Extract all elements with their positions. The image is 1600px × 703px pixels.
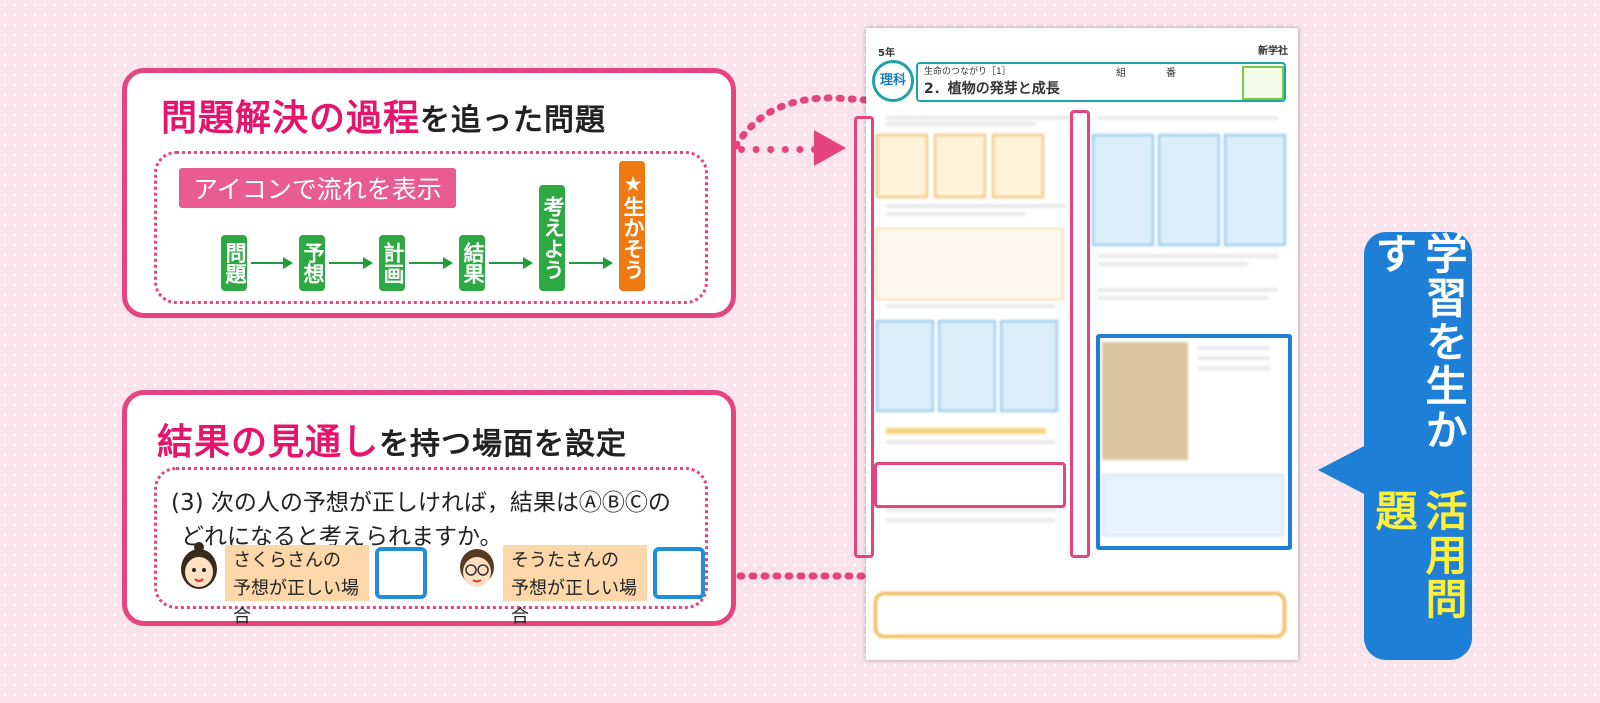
- step-kekka: 結果: [459, 235, 485, 291]
- text-line: [886, 518, 1056, 522]
- step-arrow: [251, 257, 293, 269]
- callout-text-1: 学習を生かす: [1369, 232, 1468, 452]
- title-band: [916, 62, 1286, 102]
- question-line-1: (3) 次の人の予想が正しければ，結果はⒶⒷⒸの: [171, 490, 671, 516]
- unit-small: 生命のつながり［1］: [924, 67, 1011, 77]
- text-line: [1198, 356, 1270, 360]
- souta-face-icon: [460, 549, 494, 587]
- character-card: [876, 134, 928, 198]
- sakura-answer-label: さくらさんの 予想が正しい場合: [225, 545, 369, 627]
- souta-answer-label: そうたさんの 予想が正しい場合: [503, 545, 647, 627]
- text-line: [1198, 366, 1270, 370]
- prediction-title-rest: を持つ場面を設定: [379, 427, 628, 462]
- text-line: [886, 440, 1056, 444]
- worksheet-ban: 番: [1166, 68, 1176, 79]
- greenhouse-photo: [1102, 342, 1188, 460]
- worksheet-kumi: 組: [1116, 68, 1126, 79]
- character-card: [934, 134, 986, 198]
- text-line: [1098, 116, 1278, 120]
- text-line: [886, 122, 1036, 126]
- flow-title-rest: を追った問題: [420, 103, 607, 138]
- table-block: [876, 228, 1063, 300]
- text-line: [1098, 288, 1278, 292]
- step-arrow: [409, 257, 453, 269]
- plant-photo: [938, 320, 996, 412]
- answer-area: [1102, 474, 1284, 536]
- text-line: [1098, 296, 1268, 300]
- souta-answer-box[interactable]: [653, 547, 705, 599]
- prediction-panel-title: 結果の見通しを持つ場面を設定: [157, 413, 627, 465]
- pointer-triangle: [814, 130, 846, 166]
- text-line: [1198, 346, 1270, 350]
- prediction-title-highlight: 結果の見通し: [157, 422, 380, 463]
- subject-badge: 理科: [872, 60, 914, 102]
- text-line: [1098, 262, 1248, 266]
- flow-title-highlight: 問題解決の過程: [161, 98, 421, 139]
- worksheet-page: 5年 新学社 理科 生命のつながり［1］ 2．植物の発芽と成長 組 番: [854, 28, 1298, 660]
- callout-text-2: 活用問題: [1369, 488, 1468, 621]
- flow-panel: 問題解決の過程を追った問題 アイコンで流れを表示 問題 予想 計画 結果 考えよ…: [122, 68, 736, 318]
- text-line: [886, 204, 1066, 208]
- step-arrow: [569, 257, 613, 269]
- connector-arc: [736, 94, 1020, 150]
- score-box: [1242, 66, 1284, 100]
- step-mondai: 問題: [221, 235, 247, 291]
- souta-condition: 予想が正しい場合: [511, 578, 637, 627]
- worksheet-grade: 5年: [878, 48, 895, 59]
- prediction-highlight: [874, 462, 1066, 508]
- text-line: [1098, 254, 1278, 258]
- step-arrow: [489, 257, 533, 269]
- step-kangaeyou: 考えよう: [539, 185, 565, 291]
- text-line: [886, 304, 1056, 308]
- summary-box: [874, 592, 1286, 638]
- text-line: [886, 428, 1046, 434]
- prediction-panel: 結果の見通しを持つ場面を設定 (3) 次の人の予想が正しければ，結果はⒶⒷⒸの …: [122, 390, 736, 627]
- text-line: [886, 212, 1026, 216]
- prediction-inner-box: [154, 467, 708, 609]
- unit-title: 2．植物の発芽と成長: [924, 81, 1060, 97]
- connector-top: [738, 146, 818, 153]
- step-arrow: [329, 257, 373, 269]
- flow-highlight-left: [854, 116, 874, 558]
- plant-photo: [1000, 320, 1058, 412]
- plant-photo: [1092, 134, 1154, 246]
- sakura-answer-box[interactable]: [375, 547, 427, 599]
- step-ikasou: ★生かそう: [619, 161, 645, 291]
- subject-badge-text: 理科: [879, 73, 906, 88]
- application-highlight: [1096, 334, 1292, 550]
- character-card: [992, 134, 1044, 198]
- plant-photo: [876, 320, 934, 412]
- icon-flow-label: アイコンで流れを表示: [179, 168, 456, 208]
- worksheet-publisher: 新学社: [1258, 46, 1288, 57]
- flow-highlight-right: [1070, 110, 1090, 558]
- flow-panel-title: 問題解決の過程を追った問題: [161, 89, 606, 141]
- sakura-face-icon: [181, 542, 217, 589]
- sakura-name: さくらさんの: [233, 550, 341, 571]
- step-keikaku: 計画: [379, 235, 405, 291]
- plant-photo: [1158, 134, 1220, 246]
- callout-tail: [1318, 444, 1368, 496]
- sakura-condition: 予想が正しい場合: [233, 578, 359, 627]
- step-yosou: 予想: [299, 235, 325, 291]
- text-line: [886, 116, 1076, 120]
- souta-name: そうたさんの: [511, 550, 619, 571]
- text-line: [886, 508, 1056, 512]
- flow-inner-box: [154, 151, 708, 304]
- application-callout: 学習を生かす活用問題: [1364, 232, 1472, 660]
- plant-photo: [1224, 134, 1286, 246]
